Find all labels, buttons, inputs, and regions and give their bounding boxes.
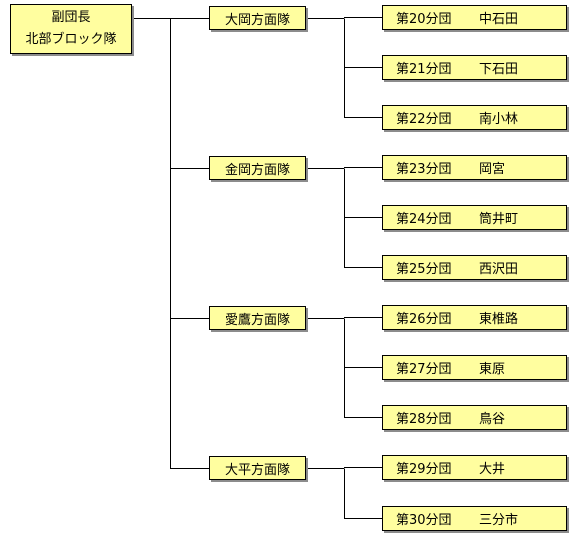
- unit-area: 筒井町: [479, 212, 519, 227]
- unit-name: 第29分団: [396, 462, 452, 477]
- unit-name: 第26分団: [396, 312, 452, 327]
- division-label: 金岡方面隊: [224, 162, 290, 178]
- unit-box: 第28分団 鳥谷: [382, 405, 567, 430]
- unit-area: 鳥谷: [479, 412, 506, 427]
- unit-box: 第26分団 東椎路: [382, 305, 567, 330]
- unit-area: 西沢田: [479, 262, 519, 277]
- unit-name: 第20分団: [396, 12, 452, 27]
- division-box: 金岡方面隊: [209, 156, 306, 180]
- unit-area: 岡宮: [479, 162, 506, 177]
- unit-box: 第22分団 南小林: [382, 105, 567, 130]
- unit-name: 第25分団: [396, 262, 452, 277]
- unit-area: 中石田: [479, 12, 519, 27]
- unit-box: 第24分団 筒井町: [382, 205, 567, 230]
- division-label: 大平方面隊: [224, 462, 290, 478]
- unit-name: 第23分団: [396, 162, 452, 177]
- root-box: 副団長 北部ブロック隊: [10, 4, 132, 54]
- unit-area: 東椎路: [479, 312, 519, 327]
- division-box: 大岡方面隊: [209, 6, 306, 30]
- unit-area: 東原: [479, 362, 506, 377]
- unit-box: 第21分団 下石田: [382, 55, 567, 80]
- unit-name: 第21分団: [396, 62, 452, 77]
- unit-area: 南小林: [479, 112, 519, 127]
- unit-name: 第30分団: [396, 513, 452, 528]
- unit-name: 第28分団: [396, 412, 452, 427]
- division-box: 大平方面隊: [209, 456, 306, 480]
- unit-box: 第23分団 岡宮: [382, 155, 567, 180]
- unit-area: 下石田: [479, 62, 519, 77]
- unit-name: 第22分団: [396, 112, 452, 127]
- unit-name: 第24分団: [396, 212, 452, 227]
- unit-box: 第20分団 中石田: [382, 5, 567, 30]
- root-title: 副団長: [51, 10, 91, 25]
- unit-box: 第27分団 東原: [382, 355, 567, 380]
- root-subtitle: 北部ブロック隊: [25, 32, 117, 47]
- unit-box: 第29分団 大井: [382, 455, 567, 480]
- unit-box: 第30分団 三分市: [382, 506, 567, 531]
- unit-name: 第27分団: [396, 362, 452, 377]
- unit-area: 三分市: [479, 513, 519, 528]
- division-label: 愛鷹方面隊: [224, 312, 290, 328]
- unit-box: 第25分団 西沢田: [382, 255, 567, 280]
- division-box: 愛鷹方面隊: [209, 306, 306, 330]
- unit-area: 大井: [479, 462, 506, 477]
- division-label: 大岡方面隊: [224, 12, 290, 28]
